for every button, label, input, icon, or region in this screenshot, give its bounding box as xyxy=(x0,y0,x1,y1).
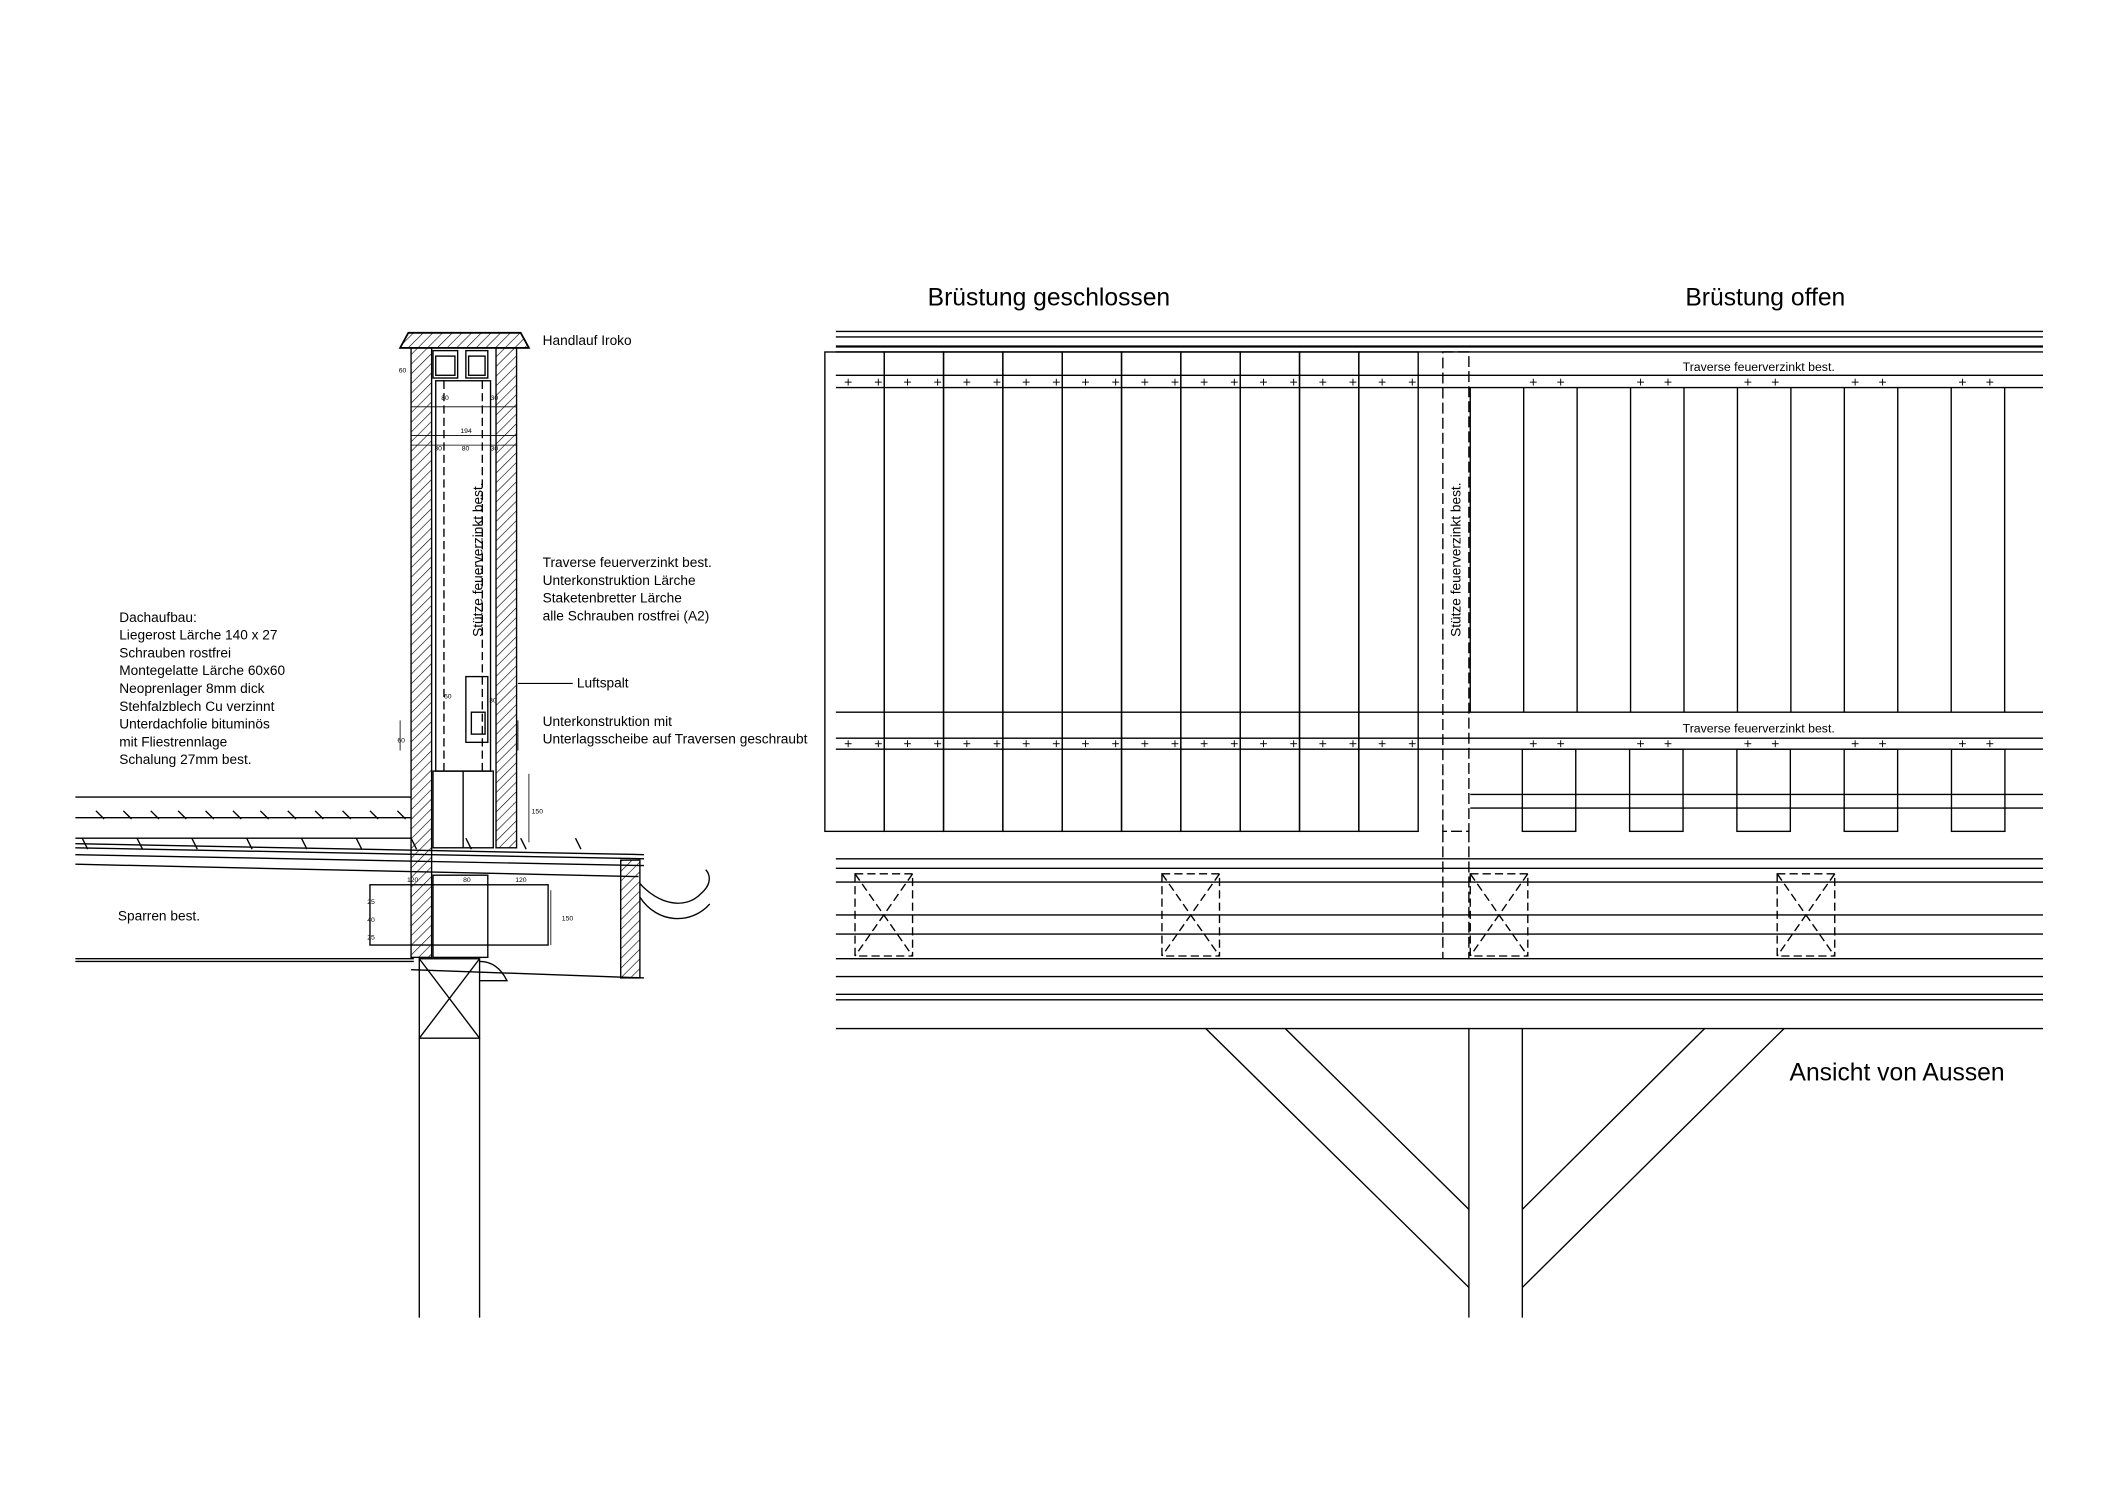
washer-note-line: Unterkonstruktion mit xyxy=(543,714,673,729)
roof-build-up-line: Stehfalzblech Cu verzinnt xyxy=(119,699,274,714)
heading-open: Brüstung offen xyxy=(1685,284,1845,311)
handrail-profile xyxy=(398,331,531,349)
handrail-elevation xyxy=(835,330,2044,353)
floor-beams xyxy=(835,858,2044,1030)
elevation-post xyxy=(1442,351,1470,959)
support-column xyxy=(418,958,509,1318)
closed-board xyxy=(824,351,885,833)
roof-build-up-line: Dachaufbau: xyxy=(119,610,197,625)
closed-board xyxy=(1061,351,1123,833)
open-railing-boards xyxy=(1469,387,2006,833)
dim-text: 150 xyxy=(532,809,544,816)
heading-view: Ansicht von Aussen xyxy=(1790,1060,2005,1087)
label-post-elevation: Stütze feuerverzinkt best. xyxy=(1449,482,1464,636)
substructure-note-line: Staketenbretter Lärche xyxy=(543,591,682,606)
dim-text: 25 xyxy=(367,899,375,906)
dim-text: 194 xyxy=(460,428,472,435)
washer-note-line: Unterlagsscheibe auf Traversen geschraub… xyxy=(543,732,808,747)
open-picket xyxy=(1736,748,1792,833)
substructure-note: Traverse feuerverzinkt best. Unterkonstr… xyxy=(543,555,712,623)
joist-box xyxy=(1469,873,1529,957)
closed-board xyxy=(942,351,1004,833)
closed-board xyxy=(883,351,945,833)
section-dimension-lines xyxy=(369,406,552,946)
dim-text: 25 xyxy=(367,935,375,942)
column-and-braces xyxy=(1205,1028,1785,1318)
elevation-texts: Brüstung geschlossen Brüstung offen Ansi… xyxy=(928,284,2005,1086)
closed-board xyxy=(1120,351,1182,833)
roof-build-up-line: Montegelatte Lärche 60x60 xyxy=(119,663,285,678)
roof-build-up-line: Unterdachfolie bituminös xyxy=(119,717,270,732)
dim-text: 80 xyxy=(463,877,471,884)
top-block-right xyxy=(465,349,489,379)
outer-board-left xyxy=(410,347,433,959)
dim-text: 80 xyxy=(462,446,470,453)
traverse-bottom xyxy=(835,711,2044,809)
joist-diagonal xyxy=(854,873,914,957)
joist-box xyxy=(1776,873,1836,957)
closed-board xyxy=(1298,351,1360,833)
roof-build-up-line: mit Fliestrennlage xyxy=(119,734,227,749)
dim-text: 30 xyxy=(491,395,499,402)
dim-text: 30 xyxy=(489,698,497,705)
label-post-section: Stütze feuerverzinkt best. xyxy=(470,482,485,636)
dim-text: 120 xyxy=(407,877,419,884)
dim-text: 40 xyxy=(367,917,375,924)
roof-build-up-line: Schrauben rostfrei xyxy=(119,645,231,660)
closed-board xyxy=(1358,351,1419,833)
outer-board-right xyxy=(495,347,518,849)
dim-text: 60 xyxy=(444,694,452,701)
dim-text: 120 xyxy=(515,877,527,884)
top-block-left xyxy=(432,349,459,379)
label-traverse-bottom: Traverse feuerverzinkt best. xyxy=(1683,722,1835,736)
roof-build-up-line: Liegerost Lärche 140 x 27 xyxy=(119,628,277,643)
roof-build-up-line: Neoprenlager 8mm dick xyxy=(119,681,264,696)
label-handrail: Handlauf Iroko xyxy=(543,333,632,348)
washer-note: Unterkonstruktion mit Unterlagsscheibe a… xyxy=(543,714,808,747)
dim-text: 30 xyxy=(434,446,442,453)
joist-diagonal xyxy=(1161,873,1221,957)
heading-closed: Brüstung geschlossen xyxy=(928,284,1171,311)
dim-text: 30 xyxy=(491,446,499,453)
closed-board xyxy=(1002,351,1063,833)
joist-diagonal xyxy=(1469,873,1529,957)
substructure-note-line: Unterkonstruktion Lärche xyxy=(543,573,696,588)
open-picket xyxy=(1521,748,1577,833)
label-traverse-top: Traverse feuerverzinkt best. xyxy=(1683,360,1835,374)
dim-text: 60 xyxy=(397,737,405,744)
traverse-top xyxy=(835,374,2044,389)
section-detail xyxy=(75,331,711,1318)
fascia-gutter xyxy=(369,859,711,979)
section-texts: Handlauf Iroko Stütze feuerverzinkt best… xyxy=(118,333,808,941)
label-rafter: Sparren best. xyxy=(118,908,200,923)
roof-build-up xyxy=(75,796,645,963)
substructure-note-line: alle Schrauben rostfrei (A2) xyxy=(543,608,710,623)
roof-build-up-line: Schalung 27mm best. xyxy=(119,752,251,767)
dim-text: 60 xyxy=(399,368,407,375)
dim-text: 80 xyxy=(441,395,449,402)
section-dimension-texts: 60 80 30 194 30 80 30 60 30 60 150 120 8… xyxy=(367,368,573,942)
open-picket xyxy=(1843,748,1899,833)
screw-marks xyxy=(844,378,1994,748)
roof-build-up-note: Dachaufbau: Liegerost Lärche 140 x 27 Sc… xyxy=(119,610,285,767)
joist-crosses xyxy=(854,873,1836,957)
elevation-view xyxy=(824,330,2044,1318)
joist-diagonal xyxy=(1776,873,1836,957)
closed-board xyxy=(1239,351,1301,833)
open-picket xyxy=(1950,748,2006,833)
closed-railing-boards xyxy=(824,351,1419,833)
joist-box xyxy=(854,873,914,957)
substructure-note-line: Traverse feuerverzinkt best. xyxy=(543,555,712,570)
open-picket xyxy=(1628,748,1684,833)
label-air-gap: Luftspalt xyxy=(577,676,629,691)
closed-board xyxy=(1180,351,1241,833)
dim-text: 150 xyxy=(562,915,574,922)
